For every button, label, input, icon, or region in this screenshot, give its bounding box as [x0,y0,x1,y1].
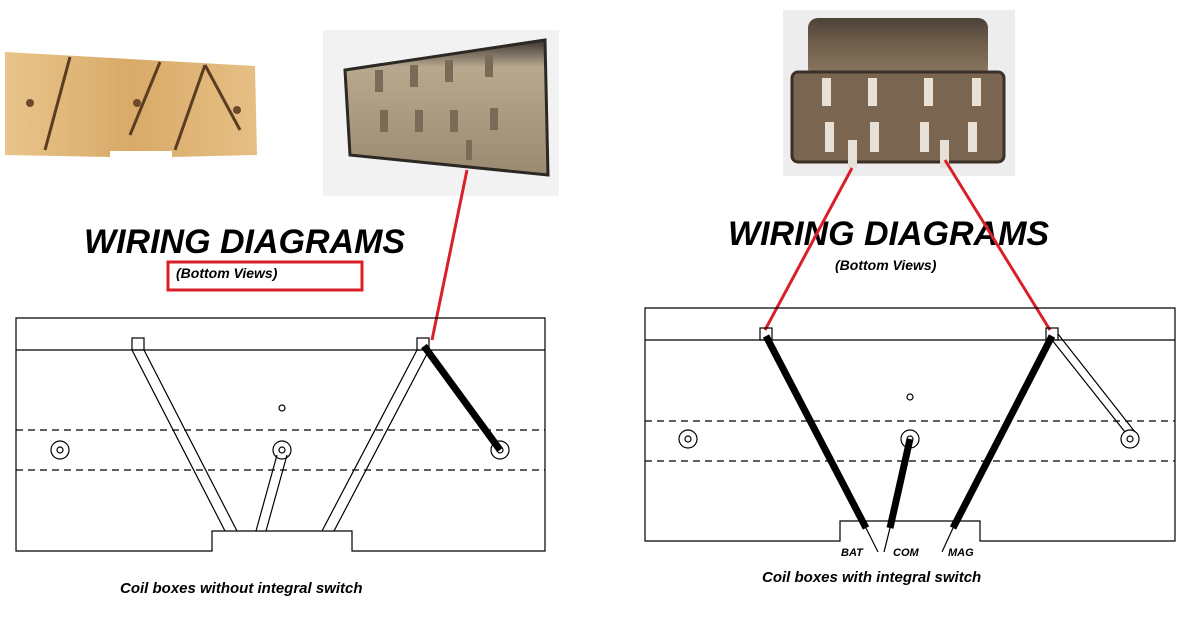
red-pointer-line-mag [943,159,1052,331]
right-diagram-caption: Coil boxes with integral switch [762,569,981,586]
wood-template-photo [5,52,257,157]
coil-box-photo-right [783,10,1015,176]
terminal-label-mag: MAG [948,547,974,559]
right-diagram-subtitle: (Bottom Views) [835,257,937,273]
terminal-label-bat: BAT [841,547,864,559]
coil-box-diagram-right [644,307,1176,553]
red-pointer-line-bat [763,167,854,331]
right-diagram-title: WIRING DIAGRAMS [728,215,1049,253]
left-diagram-caption: Coil boxes without integral switch [120,580,363,597]
coil-box-photo-left [323,30,559,196]
terminal-label-com: COM [893,547,920,559]
coil-box-diagram-left [15,317,546,552]
subtitle-highlight-box [166,260,364,292]
left-diagram-subtitle: (Bottom Views) [176,265,278,281]
red-pointer-line [430,169,469,341]
left-diagram-title: WIRING DIAGRAMS [84,223,405,261]
